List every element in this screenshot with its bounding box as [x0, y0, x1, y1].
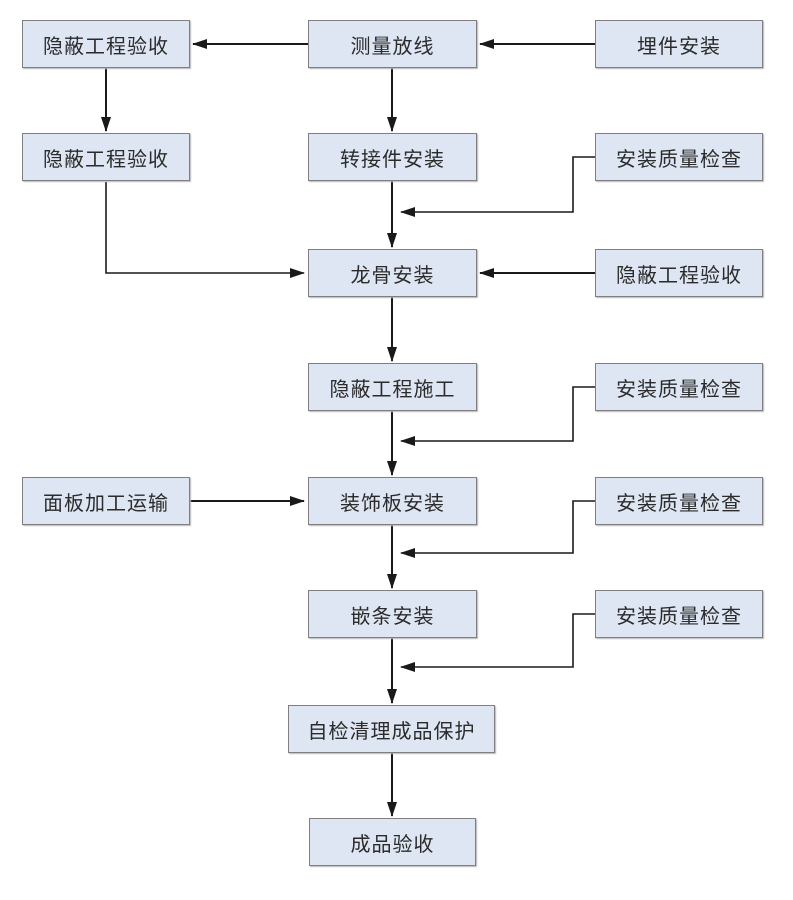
arrow-hidden-acceptance-2-to-keel — [105, 182, 305, 278]
node-label: 龙骨安装 — [350, 264, 435, 287]
node-label: 安装质量检查 — [616, 605, 742, 628]
node-decorative-panel-installation: 装饰板安装 — [308, 477, 477, 525]
node-label: 面板加工运输 — [43, 492, 169, 515]
node-installation-quality-check-4: 安装质量检查 — [595, 590, 763, 638]
node-label: 隐蔽工程验收 — [616, 264, 742, 287]
node-hidden-works-construction: 隐蔽工程施工 — [308, 363, 477, 411]
node-label: 隐蔽工程施工 — [329, 378, 456, 401]
node-label: 转接件安装 — [340, 148, 445, 171]
arrow-quality-check-3-join — [400, 500, 595, 558]
node-label: 安装质量检查 — [616, 492, 742, 515]
node-installation-quality-check-3: 安装质量检查 — [595, 477, 763, 525]
node-measurement-setting-out: 测量放线 — [308, 20, 477, 68]
node-label: 隐蔽工程验收 — [43, 148, 169, 171]
node-adapter-installation: 转接件安装 — [308, 133, 477, 181]
node-hidden-works-acceptance-3: 隐蔽工程验收 — [595, 249, 763, 297]
node-label: 嵌条安装 — [350, 605, 435, 628]
node-hidden-works-acceptance-2: 隐蔽工程验收 — [22, 133, 190, 181]
node-label: 成品验收 — [350, 833, 435, 856]
node-embedded-parts-installation: 埋件安装 — [595, 20, 763, 68]
node-installation-quality-check-1: 安装质量检查 — [595, 133, 763, 181]
node-label: 隐蔽工程验收 — [43, 35, 169, 58]
node-trim-installation: 嵌条安装 — [308, 590, 477, 638]
node-panel-processing-transport: 面板加工运输 — [22, 477, 190, 525]
node-installation-quality-check-2: 安装质量检查 — [595, 363, 763, 411]
node-label: 测量放线 — [350, 35, 435, 58]
node-finished-product-acceptance: 成品验收 — [309, 818, 476, 866]
arrow-quality-check-4-join — [400, 613, 595, 672]
node-keel-installation: 龙骨安装 — [308, 249, 477, 297]
node-label: 装饰板安装 — [340, 492, 445, 515]
node-hidden-works-acceptance-1: 隐蔽工程验收 — [22, 20, 190, 68]
node-label: 自检清理成品保护 — [307, 720, 476, 743]
node-label: 安装质量检查 — [616, 378, 742, 401]
node-label: 埋件安装 — [637, 35, 721, 58]
arrow-quality-check-1-join — [400, 156, 595, 217]
arrow-quality-check-2-join — [400, 386, 595, 446]
node-label: 安装质量检查 — [616, 148, 742, 171]
node-self-check-cleanup-protection: 自检清理成品保护 — [288, 705, 495, 753]
